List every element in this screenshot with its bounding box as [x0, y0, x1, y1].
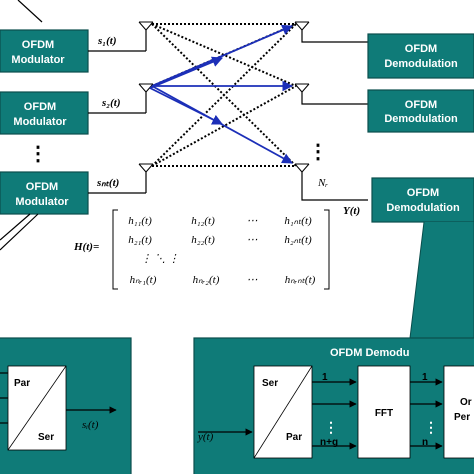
modulator-2-label-bottom: Modulator	[13, 116, 67, 128]
modulator-ellipsis: ⋮	[28, 143, 48, 165]
matrix-middle-dots: ⋮ ⋱ ⋮	[141, 253, 180, 265]
ofdm-demodulation-1: OFDM Demodulation	[367, 33, 474, 79]
modulator-1-label-bottom: Modulator	[11, 54, 65, 66]
demod-2-label-bottom: Demodulation	[384, 113, 458, 125]
h11: h₁₁(t)	[128, 215, 152, 227]
modulator-nt-label-bottom: Modulator	[15, 196, 69, 208]
signal-s2: s₂(t)	[101, 97, 121, 109]
bottom-left-panel: Par Ser sᵢ(t)	[0, 337, 132, 474]
bottom-right-panel: OFDM Demodu y(t) Ser Par 1 ⋮ n+g FFT 1 ⋮…	[193, 337, 474, 474]
matrix-lhs: H(t)=	[73, 241, 99, 253]
ofdm-demodulation-nr: OFDM Demodulation	[371, 177, 474, 223]
modulator-2-label-top: OFDM	[24, 101, 56, 113]
h1nt: h₁ₙₜ(t)	[284, 215, 312, 227]
signal-s1: s₁(t)	[97, 35, 117, 47]
rx-antenna-nr	[294, 163, 310, 173]
fft-label: FFT	[375, 408, 393, 419]
ofdm-modulator-2: OFDM Modulator	[0, 91, 89, 135]
tx-antenna-1	[138, 21, 154, 31]
fft-tap-1-label: 1	[422, 372, 428, 383]
reorder-block	[443, 365, 474, 459]
demod-2-label-top: OFDM	[405, 99, 437, 111]
h2nt: h₂ₙₜ(t)	[284, 234, 312, 246]
y-input-label: y(t)	[197, 431, 214, 443]
signal-snt: sₙₜ(t)	[96, 177, 119, 189]
tap-ng-label: n+g	[320, 437, 338, 448]
nr-label: Nᵣ	[317, 177, 328, 189]
input-line	[17, 0, 43, 23]
hnrnt: hₙᵣₙₜ(t)	[285, 274, 316, 286]
rx-ellipsis: ⋮	[308, 141, 328, 163]
zoom-funnel	[409, 221, 474, 339]
rx-antenna-2	[294, 83, 310, 93]
si-label: sᵢ(t)	[82, 419, 99, 431]
tap-1-label: 1	[322, 372, 328, 383]
ofdm-modulator-1: OFDM Modulator	[0, 29, 89, 73]
svg-text:⋮: ⋮	[424, 419, 438, 435]
fft-block	[357, 365, 411, 459]
ser-label: Ser	[38, 432, 54, 443]
matrix-bracket-left	[112, 209, 118, 290]
h1-dots: ⋯	[247, 215, 258, 227]
demod-nr-label-bottom: Demodulation	[386, 202, 460, 214]
modulator-feed-lines	[0, 213, 39, 251]
h12: h₁₂(t)	[191, 215, 215, 227]
hnr1: hₙᵣ₁(t)	[130, 274, 157, 286]
h21: h₂₁(t)	[128, 234, 152, 246]
demod-nr-label-top: OFDM	[407, 187, 439, 199]
channel-matrix: H(t)= h₁₁(t) h₁₂(t) ⋯ h₁ₙₜ(t) h₂₁(t) h₂₂…	[73, 209, 330, 290]
modulator-nt-label-top: OFDM	[26, 181, 58, 193]
reorder-label-top: Or	[460, 397, 472, 408]
hnr-dots: ⋯	[247, 274, 258, 286]
tx-antenna-nt	[138, 163, 154, 173]
hnr2: hₙᵣ₂(t)	[193, 274, 220, 286]
y-label: Y(t)	[343, 205, 360, 217]
par-label: Par	[14, 378, 30, 389]
h22: h₂₂(t)	[191, 234, 215, 246]
rx-wire-1	[301, 30, 368, 43]
matrix-bracket-right	[324, 209, 330, 290]
ser-block-label: Ser	[262, 378, 278, 389]
demod-panel-title: OFDM Demodu	[330, 347, 409, 359]
h2-dots: ⋯	[247, 234, 258, 246]
channel-dashed-paths	[151, 23, 297, 167]
fft-tap-n-label: n	[422, 437, 428, 448]
ofdm-demodulation-2: OFDM Demodulation	[367, 89, 474, 133]
svg-text:⋮: ⋮	[324, 419, 338, 435]
rx-wire-2	[301, 92, 368, 105]
demod-1-label-bottom: Demodulation	[384, 58, 458, 70]
rx-antenna-1	[294, 21, 310, 31]
channel-blue-paths	[149, 24, 294, 164]
par-block-label: Par	[286, 432, 302, 443]
rx-wire-nr	[301, 172, 368, 201]
demod-1-label-top: OFDM	[405, 43, 437, 55]
reorder-label-bottom: Per	[454, 412, 470, 423]
modulator-1-label-top: OFDM	[22, 39, 54, 51]
ofdm-modulator-nt: OFDM Modulator	[0, 171, 89, 215]
